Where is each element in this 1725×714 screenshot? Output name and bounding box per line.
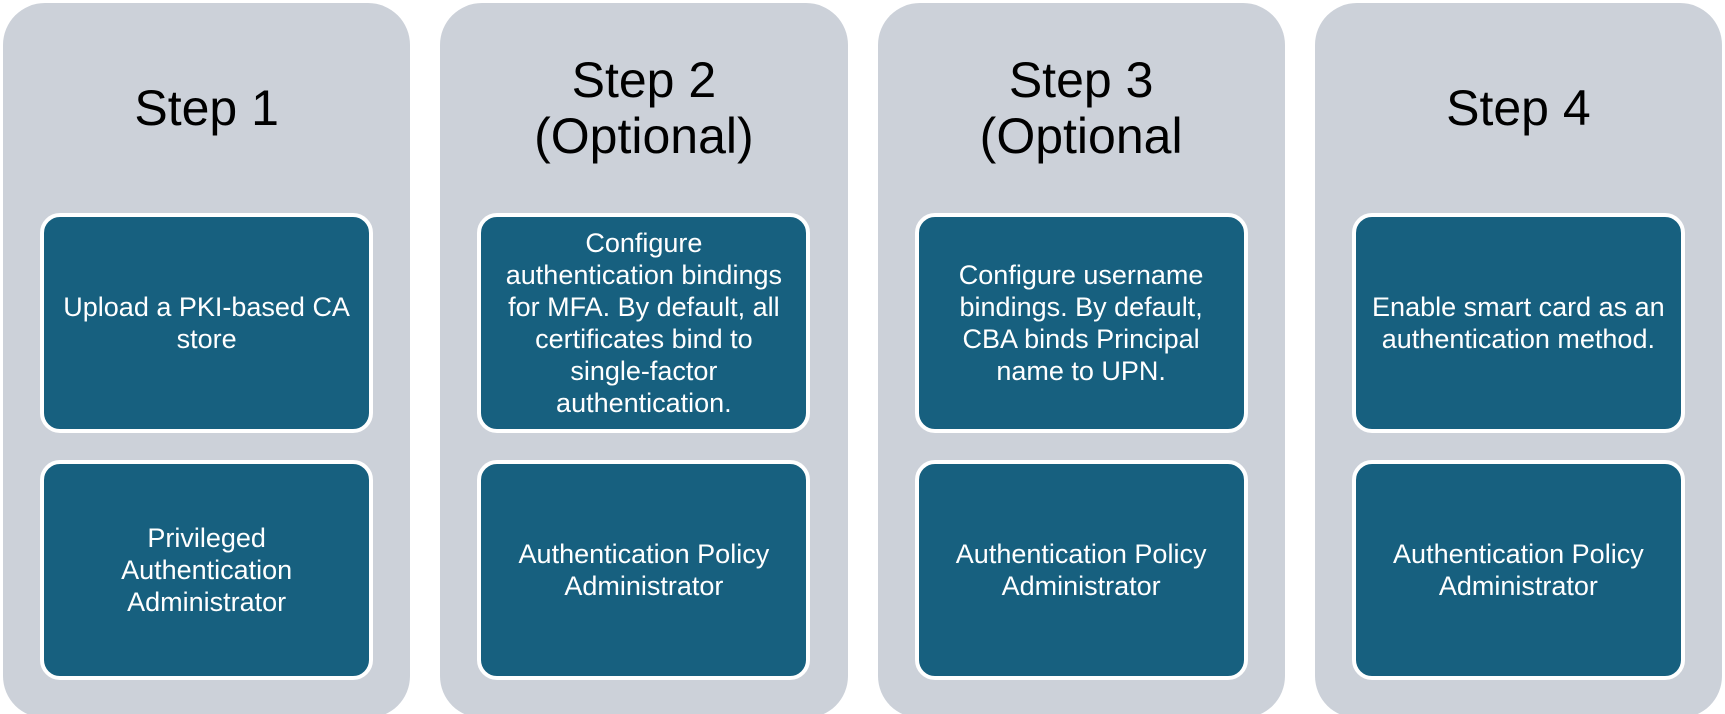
step-2-action-text: Configure authentication bindings for MF… — [505, 228, 782, 418]
step-4-title: Step 4 — [1446, 80, 1591, 136]
step-2-title: Step 2 (Optional) — [534, 52, 754, 164]
step-1-title: Step 1 — [134, 80, 279, 136]
step-1-role-card: Privileged Authentication Administrator — [40, 460, 374, 680]
step-2-action-card: Configure authentication bindings for MF… — [477, 213, 811, 433]
step-4-panel: Step 4 Enable smart card as an authentic… — [1314, 3, 1722, 714]
step-3-title: Step 3 (Optional — [979, 52, 1183, 164]
step-2-role-card: Authentication Policy Administrator — [477, 460, 811, 680]
step-4-action-text: Enable smart card as an authentication m… — [1372, 292, 1665, 354]
step-3-role-card: Authentication Policy Administrator — [914, 460, 1248, 680]
step-1-role-text: Privileged Authentication Administrator — [121, 523, 293, 617]
step-3-action-card: Configure username bindings. By default,… — [914, 213, 1248, 433]
step-4-role-card: Authentication Policy Administrator — [1351, 460, 1685, 680]
step-4-role-text: Authentication Policy Administrator — [1393, 539, 1644, 601]
step-1-panel: Step 1 Upload a PKI-based CA store Privi… — [3, 3, 411, 714]
step-3-role-text: Authentication Policy Administrator — [955, 539, 1207, 601]
step-2-panel: Step 2 (Optional) Configure authenticati… — [440, 3, 848, 714]
step-3-action-text: Configure username bindings. By default,… — [958, 260, 1204, 386]
step-1-action-card: Upload a PKI-based CA store — [40, 213, 374, 433]
step-2-role-text: Authentication Policy Administrator — [518, 539, 770, 601]
step-1-action-text: Upload a PKI-based CA store — [63, 292, 350, 354]
step-3-panel: Step 3 (Optional Configure username bind… — [877, 3, 1285, 714]
step-4-action-card: Enable smart card as an authentication m… — [1351, 213, 1685, 433]
